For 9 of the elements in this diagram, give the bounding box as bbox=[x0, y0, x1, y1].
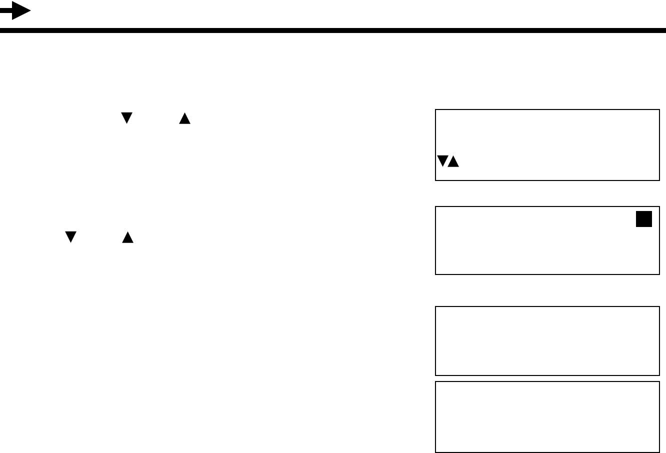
button-symbol: ▼ bbox=[65, 229, 77, 244]
display-screen bbox=[435, 381, 660, 453]
button-symbol: ▲ bbox=[122, 229, 134, 244]
display-screen bbox=[435, 306, 660, 376]
display-screen bbox=[435, 206, 660, 275]
button-symbol: ▲ bbox=[179, 110, 191, 125]
display-screen bbox=[435, 109, 660, 181]
display-text: ▼▲ bbox=[437, 153, 458, 168]
button-symbol: ▼ bbox=[121, 110, 133, 125]
